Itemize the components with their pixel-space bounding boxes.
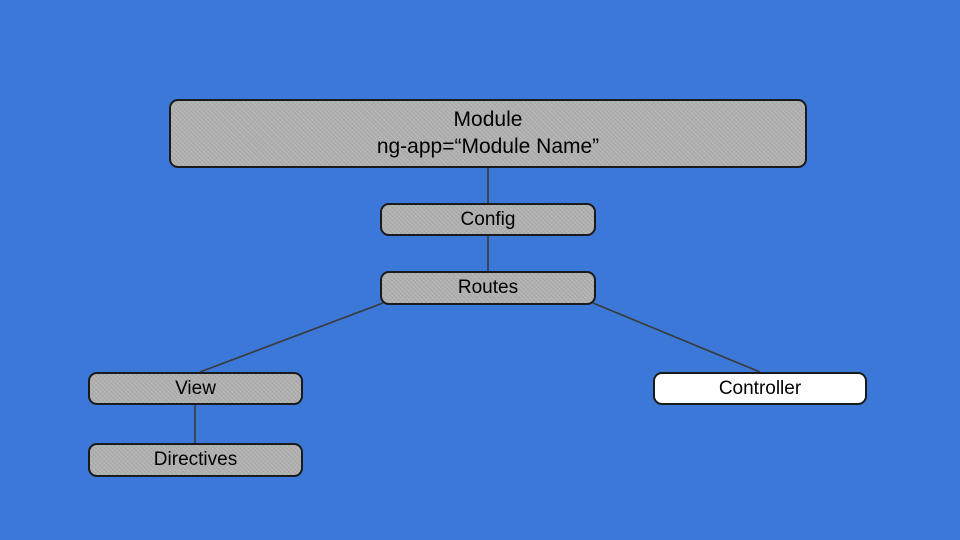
node-controller-label: Controller [718,377,802,399]
node-view-label: View [175,377,216,399]
node-controller[interactable]: Controller [653,372,867,405]
node-directives-label: Directives [153,449,238,471]
connector-routes-to-controller [592,302,761,373]
node-module-label: Module ng-app=“Module Name” [376,108,600,158]
connector-routes-to-view [199,302,384,373]
node-directives[interactable]: Directives [88,443,303,477]
node-config-label: Config [460,208,516,230]
node-routes[interactable]: Routes [380,271,596,305]
node-module[interactable]: Module ng-app=“Module Name” [169,99,807,168]
node-config[interactable]: Config [380,203,596,236]
node-routes-label: Routes [457,277,519,299]
node-view[interactable]: View [88,372,303,405]
